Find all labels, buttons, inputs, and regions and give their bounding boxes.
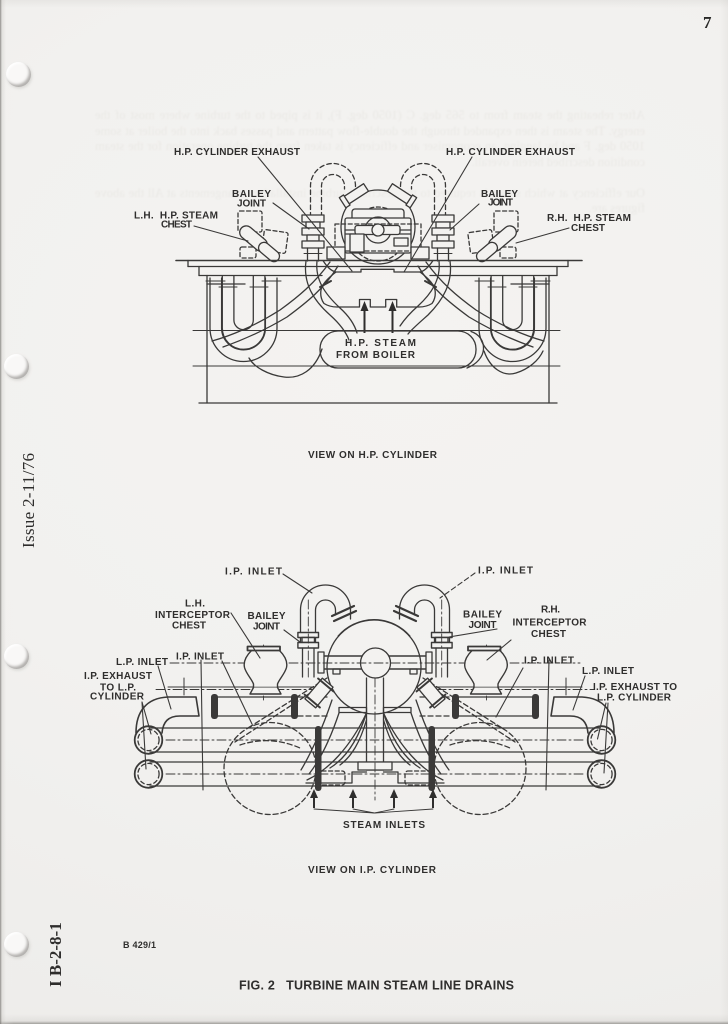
svg-text:H.P. CYLINDER EXHAUST: H.P. CYLINDER EXHAUST	[174, 147, 300, 158]
svg-text:CHEST: CHEST	[172, 621, 206, 632]
svg-text:H.P. STEAM: H.P. STEAM	[345, 338, 416, 349]
svg-text:JOINT: JOINT	[488, 198, 513, 209]
svg-text:JOINT: JOINT	[469, 620, 497, 631]
svg-text:I.P. EXHAUST TO: I.P. EXHAUST TO	[593, 682, 677, 693]
svg-text:I.P. INLET: I.P. INLET	[225, 567, 282, 578]
svg-text:FIG. 2 TURBINE MAIN STEAM LI: FIG. 2 TURBINE MAIN STEAM LINE DRAINS	[239, 979, 514, 993]
svg-text:TO L.P.: TO L.P.	[100, 683, 136, 694]
svg-text:I.P. INLET: I.P. INLET	[176, 652, 224, 663]
svg-text:BAILEY: BAILEY	[463, 610, 502, 621]
svg-text:JOINT: JOINT	[237, 199, 266, 210]
svg-text:BAILEY: BAILEY	[232, 189, 271, 200]
svg-text:INTERCEPTOR: INTERCEPTOR	[155, 610, 231, 621]
svg-text:L.H. H.P. STEAM: L.H. H.P. STEAM	[134, 211, 218, 222]
svg-text:FROM BOILER: FROM BOILER	[336, 350, 416, 361]
svg-text:CYLINDER: CYLINDER	[90, 692, 145, 703]
svg-text:VIEW ON H.P. CYLINDER: VIEW ON H.P. CYLINDER	[308, 450, 438, 461]
svg-text:INTERCEPTOR: INTERCEPTOR	[513, 618, 588, 629]
svg-text:BAILEY: BAILEY	[481, 189, 518, 200]
svg-text:I.P. INLET: I.P. INLET	[524, 656, 574, 667]
svg-text:B 429/1: B 429/1	[123, 940, 156, 950]
svg-text:CHEST: CHEST	[571, 223, 605, 234]
svg-text:VIEW ON I.P. CYLINDER: VIEW ON I.P. CYLINDER	[308, 865, 437, 876]
svg-text:L.P. CYLINDER: L.P. CYLINDER	[597, 693, 672, 704]
svg-text:STEAM INLETS: STEAM INLETS	[343, 820, 425, 831]
svg-text:R.H. H.P. STEAM: R.H. H.P. STEAM	[547, 213, 631, 224]
svg-text:L.P. INLET: L.P. INLET	[116, 657, 168, 668]
svg-text:L.H.: L.H.	[185, 599, 205, 610]
svg-text:I.P. INLET: I.P. INLET	[478, 566, 533, 577]
svg-text:L.P. INLET: L.P. INLET	[582, 666, 634, 677]
svg-text:R.H.: R.H.	[541, 605, 560, 616]
svg-text:BAILEY: BAILEY	[248, 611, 286, 622]
svg-text:I.P. EXHAUST: I.P. EXHAUST	[84, 671, 152, 682]
svg-text:CHEST: CHEST	[161, 220, 192, 231]
svg-text:CHEST: CHEST	[531, 629, 566, 640]
svg-text:H.P. CYLINDER EXHAUST: H.P. CYLINDER EXHAUST	[446, 147, 575, 158]
svg-text:JOINT: JOINT	[253, 621, 280, 632]
